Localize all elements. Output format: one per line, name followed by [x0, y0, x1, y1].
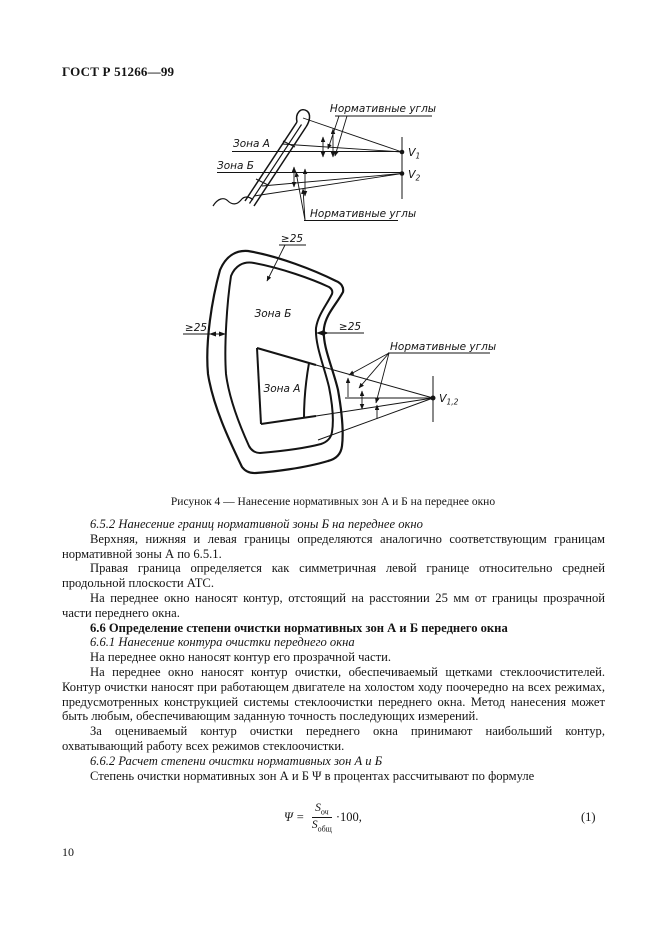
figure-4: Нормативные углы Нормативные углы Зона А…: [183, 103, 496, 475]
v1-label: V1: [408, 146, 420, 161]
v12-label: V1,2: [439, 392, 459, 407]
paragraph: На переднее окно наносят контур его проз…: [90, 650, 392, 665]
section-661-heading: 6.6.1 Нанесение контура очистки переднег…: [90, 635, 355, 650]
eye-point-v2: [399, 171, 405, 176]
paragraph: На переднее окно наносят контур, отстоящ…: [62, 590, 605, 620]
formula-fraction: Sоч Sобщ: [311, 802, 332, 834]
zone-b-side-label: Зона Б: [217, 160, 254, 172]
formula-lhs: Ψ: [284, 810, 293, 825]
figure-caption: Рисунок 4 — Нанесение нормативных зон А …: [170, 496, 496, 508]
paragraph: За оцениваемый контур очистки переднего …: [62, 724, 605, 753]
standard-header: ГОСТ Р 51266—99: [62, 64, 175, 79]
dim-left-label: ≥25: [185, 322, 207, 334]
section-662-heading: 6.6.2 Расчет степени очистки нормативных…: [90, 753, 383, 768]
eye-point-v12: [430, 395, 436, 401]
paragraph: На переднее окно наносят контур очистки,…: [62, 664, 605, 724]
zone-b-front-label: Зона Б: [255, 308, 292, 320]
section-66-heading: 6.6 Определение степени очистки норматив…: [90, 620, 508, 635]
body-text: 6.5.2 Нанесение границ нормативной зоны …: [62, 517, 605, 783]
formula-1: Ψ = Sоч Sобщ ·100,: [284, 802, 362, 834]
paragraph: Степень очистки нормативных зон А и Б Ψ …: [90, 768, 535, 783]
normative-angles-front-label: Нормативные углы: [390, 341, 496, 353]
formula-multiplier: ·100,: [335, 810, 362, 825]
v2-label: V2: [408, 168, 421, 183]
formula-equals: =: [296, 810, 304, 825]
equation-number: (1): [581, 810, 596, 824]
figure-front-view: [183, 244, 490, 475]
dim-top-label: ≥25: [281, 233, 303, 245]
dim-right-label: ≥25: [339, 321, 361, 333]
figure-side-view: [212, 109, 432, 221]
eye-point-v1: [399, 149, 405, 155]
normative-angles-top-label: Нормативные углы: [330, 103, 436, 115]
paragraph: Верхняя, нижняя и левая границы определя…: [62, 531, 605, 561]
figure-4-drawing: Нормативные углы Нормативные углы Зона А…: [183, 103, 496, 475]
zone-a-front-label: Зона А: [264, 383, 301, 395]
normative-angles-bottom-label: Нормативные углы: [310, 208, 416, 220]
section-652-heading: 6.5.2 Нанесение границ нормативной зоны …: [90, 517, 423, 531]
figure-side-view-labels: Нормативные углы Нормативные углы Зона А…: [217, 103, 436, 220]
zone-a-side-label: Зона А: [233, 138, 270, 150]
page-number: 10: [62, 845, 74, 859]
figure-front-view-labels: ≥25 ≥25 ≥25 Зона Б Зона А Нормативные уг…: [185, 233, 496, 407]
paragraph: Правая граница определяется как симметри…: [62, 561, 605, 591]
